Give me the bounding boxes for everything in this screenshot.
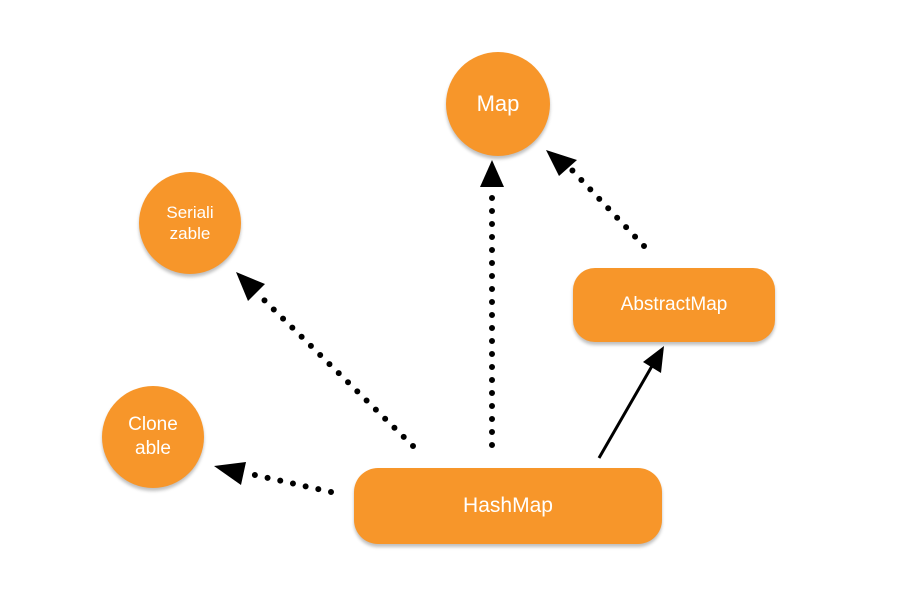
node-cloneable-label: Clone able	[128, 414, 178, 459]
edge-abstractmap-to-map	[546, 150, 647, 249]
edge-hashmap-to-cloneable	[214, 462, 334, 495]
edge-hashmap-to-serializable	[236, 272, 416, 449]
node-hashmap: HashMap	[354, 468, 662, 544]
node-abstractmap: AbstractMap	[573, 268, 775, 342]
node-hashmap-label: HashMap	[463, 493, 553, 517]
node-map-label: Map	[476, 91, 520, 117]
edge-hashmap-to-map	[480, 160, 504, 448]
node-abstractmap-label: AbstractMap	[620, 294, 728, 316]
node-serializable-label: Seriali zable	[166, 202, 214, 243]
edge-hashmap-to-abstractmap	[597, 346, 664, 459]
node-cloneable: Clone able	[102, 386, 204, 488]
node-map: Map	[446, 52, 550, 156]
node-serializable: Seriali zable	[139, 172, 241, 274]
